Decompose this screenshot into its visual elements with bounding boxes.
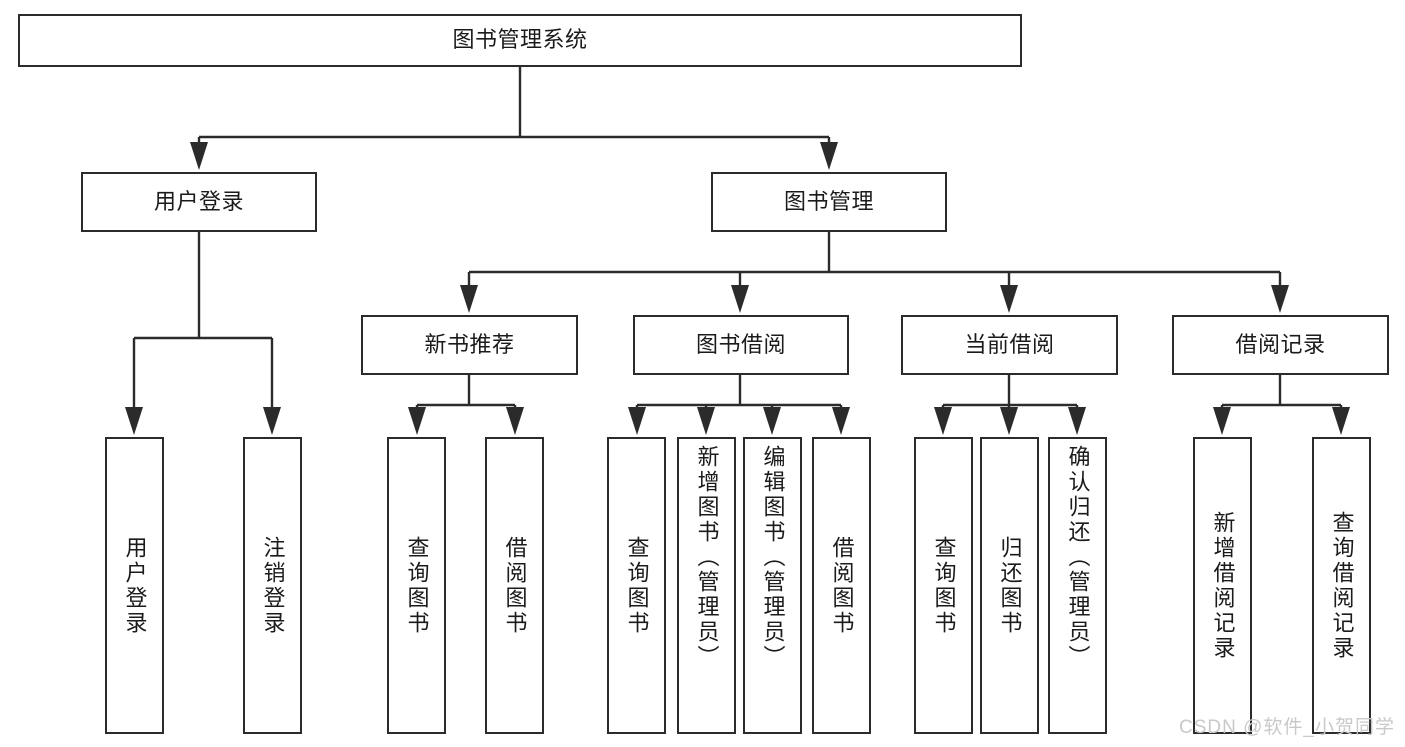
node-label-leaf-return-book: 归还图书 (997, 535, 1023, 636)
node-label-leaf-add-record: 新增借阅记录 (1210, 510, 1236, 661)
node-book-borrow[interactable]: 图书借阅 (633, 315, 849, 375)
arrowhead-a-leaf-borrow-book-rec (506, 407, 524, 435)
node-leaf-borrow-book-rec[interactable]: 借阅图书 (485, 437, 544, 734)
node-leaf-query-book-rec[interactable]: 查询图书 (387, 437, 446, 734)
arrowhead-a-leaf-borrow-book (832, 407, 850, 435)
node-leaf-user-login[interactable]: 用户登录 (105, 437, 164, 734)
arrowhead-a-newbook-rec (460, 285, 478, 313)
node-label-borrow-record: 借阅记录 (1235, 331, 1326, 357)
node-label-user-login: 用户登录 (153, 188, 244, 214)
arrowhead-a-leaf-query-book-current (934, 407, 952, 435)
node-leaf-add-book[interactable]: 新增图书（管理员） (677, 437, 736, 734)
node-label-root: 图书管理系统 (452, 27, 588, 53)
node-label-current-borrow: 当前借阅 (964, 331, 1055, 357)
node-leaf-edit-book[interactable]: 编辑图书（管理员） (743, 437, 802, 734)
arrowhead-a-book-manage (820, 142, 838, 170)
node-label-leaf-query-record: 查询借阅记录 (1329, 510, 1355, 661)
node-new-book-rec[interactable]: 新书推荐 (361, 315, 578, 375)
node-leaf-confirm-return[interactable]: 确认归还（管理员） (1048, 437, 1107, 734)
node-user-login[interactable]: 用户登录 (81, 172, 317, 232)
node-borrow-record[interactable]: 借阅记录 (1172, 315, 1389, 375)
arrowhead-a-book-borrow (731, 285, 749, 313)
node-label-leaf-add-book: 新增图书（管理员） (694, 445, 720, 670)
node-label-leaf-user-login: 用户登录 (122, 535, 148, 636)
arrowhead-a-leaf-add-record (1213, 407, 1231, 435)
node-label-leaf-query-book-current: 查询图书 (931, 535, 957, 636)
arrowhead-a-user-login (190, 142, 208, 170)
node-leaf-return-book[interactable]: 归还图书 (980, 437, 1039, 734)
watermark-text: CSDN @软件_小贺同学 (1179, 717, 1395, 738)
arrowhead-a-leaf-return-book (1000, 407, 1018, 435)
arrowhead-a-leaf-add-book (697, 407, 715, 435)
node-leaf-query-book-current[interactable]: 查询图书 (914, 437, 973, 734)
node-label-book-borrow: 图书借阅 (695, 331, 786, 357)
arrowhead-a-leaf-confirm-return (1068, 407, 1086, 435)
node-root[interactable]: 图书管理系统 (18, 14, 1022, 67)
node-leaf-query-record[interactable]: 查询借阅记录 (1312, 437, 1371, 734)
node-label-leaf-confirm-return: 确认归还（管理员） (1065, 445, 1091, 670)
arrowhead-a-leaf-logout (263, 407, 281, 435)
arrowhead-a-leaf-edit-book (763, 407, 781, 435)
node-label-leaf-logout: 注销登录 (260, 535, 286, 636)
arrowhead-a-current-borrow (1000, 285, 1018, 313)
node-leaf-add-record[interactable]: 新增借阅记录 (1193, 437, 1252, 734)
arrowhead-a-leaf-user-login (125, 407, 143, 435)
node-label-leaf-borrow-book-rec: 借阅图书 (502, 535, 528, 636)
node-current-borrow[interactable]: 当前借阅 (901, 315, 1118, 375)
node-label-book-manage: 图书管理 (783, 188, 874, 214)
node-label-leaf-borrow-book: 借阅图书 (829, 535, 855, 636)
node-leaf-query-book-borrow[interactable]: 查询图书 (607, 437, 666, 734)
node-label-leaf-query-book-borrow: 查询图书 (624, 535, 650, 636)
arrowhead-a-borrow-record (1271, 285, 1289, 313)
arrowhead-a-leaf-query-record (1332, 407, 1350, 435)
node-label-new-book-rec: 新书推荐 (424, 331, 515, 357)
arrowhead-a-leaf-query-book-rec (408, 407, 426, 435)
node-label-leaf-edit-book: 编辑图书（管理员） (760, 445, 786, 670)
node-leaf-logout[interactable]: 注销登录 (243, 437, 302, 734)
node-leaf-borrow-book[interactable]: 借阅图书 (812, 437, 871, 734)
node-label-leaf-query-book-rec: 查询图书 (404, 535, 430, 636)
arrowhead-a-leaf-query-book-borrow (628, 407, 646, 435)
node-book-manage[interactable]: 图书管理 (711, 172, 947, 232)
